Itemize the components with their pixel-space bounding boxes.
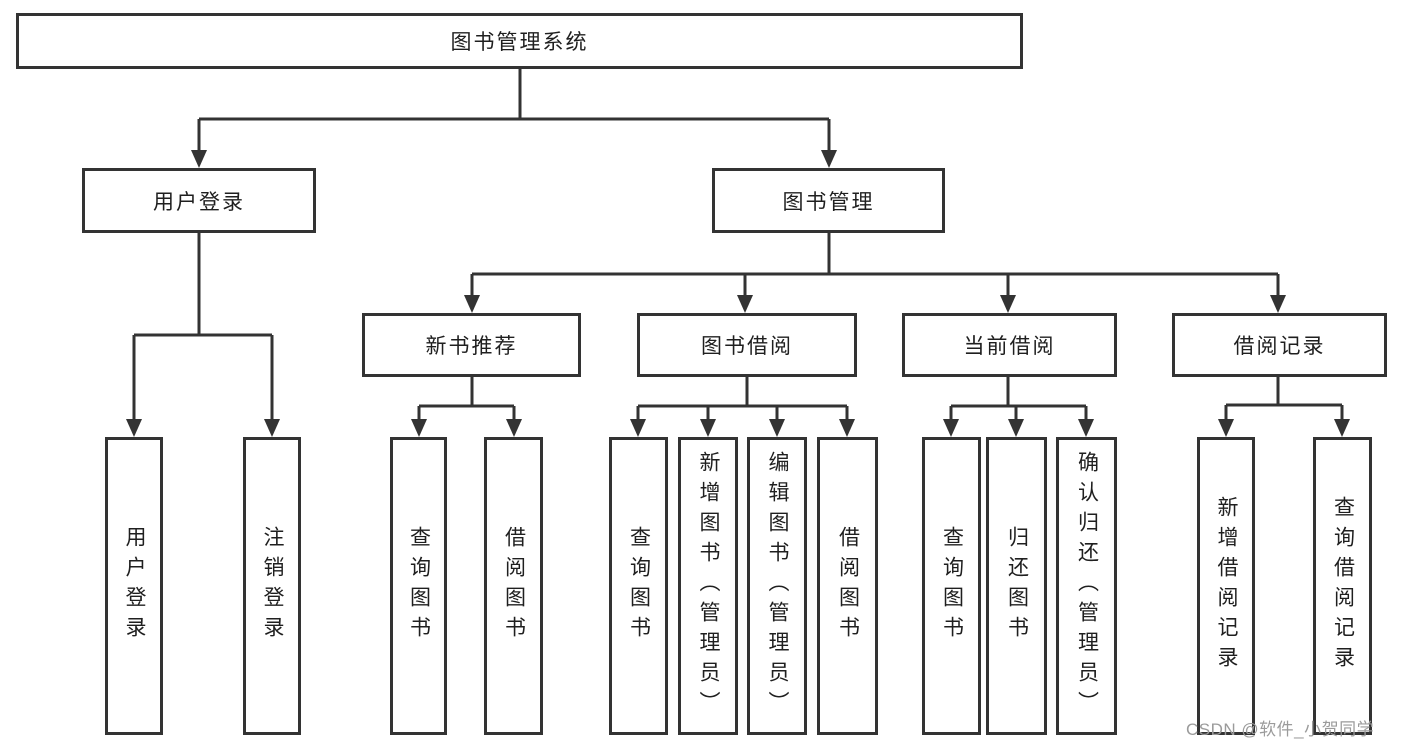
node-library-system: 图书管理系统 [16,13,1023,69]
node-label: 注销登录 [261,526,284,646]
node-confirm-return-admin: 确认归还（管理员） [1056,437,1117,735]
node-label: 用户登录 [153,190,245,214]
node-label: 图书管理 [782,190,875,214]
node-add-borrow-record: 新增借阅记录 [1197,437,1255,735]
node-query-books-borrowing: 查询图书 [609,437,668,735]
connector-shafts [132,68,1344,421]
node-borrow-books-recommend: 借阅图书 [484,437,543,735]
node-borrow-records: 借阅记录 [1172,313,1387,377]
node-query-books-recommend: 查询图书 [390,437,447,735]
node-label: 新书推荐 [425,335,518,358]
node-label: 查询图书 [940,526,964,646]
connector-arrowheads [126,150,1350,437]
node-label: 借阅记录 [1233,335,1326,358]
node-query-borrow-record: 查询借阅记录 [1313,437,1372,735]
node-borrow-books-borrowing: 借阅图书 [817,437,878,735]
node-label: 确认归还（管理员） [1075,451,1099,721]
node-label: 查询图书 [407,526,431,646]
node-label: 新增借阅记录 [1215,496,1238,676]
node-new-book-recommend: 新书推荐 [362,313,581,377]
node-current-borrowing: 当前借阅 [902,313,1117,377]
node-label: 归还图书 [1005,526,1029,646]
node-label: 查询借阅记录 [1331,496,1355,676]
node-label: 借阅图书 [502,526,526,646]
node-edit-books-admin: 编辑图书（管理员） [747,437,807,735]
node-label: 编辑图书（管理员） [766,451,789,721]
node-return-books: 归还图书 [986,437,1047,735]
node-label: 图书借阅 [701,335,793,358]
node-logout-item: 注销登录 [243,437,301,735]
node-label: 借阅图书 [836,526,860,646]
node-label: 当前借阅 [963,335,1056,358]
node-label: 查询图书 [627,526,651,646]
node-label: 图书管理系统 [450,31,589,54]
node-query-books-current: 查询图书 [922,437,981,735]
csdn-watermark: CSDN @软件_小贺同学 [1186,720,1375,739]
node-label: 用户登录 [123,526,146,646]
node-book-management: 图书管理 [712,168,945,233]
node-book-borrowing: 图书借阅 [637,313,857,377]
node-add-books-admin: 新增图书（管理员） [678,437,738,735]
node-user-login-item: 用户登录 [105,437,163,735]
node-user-login: 用户登录 [82,168,316,233]
node-label: 新增图书（管理员） [697,451,720,721]
